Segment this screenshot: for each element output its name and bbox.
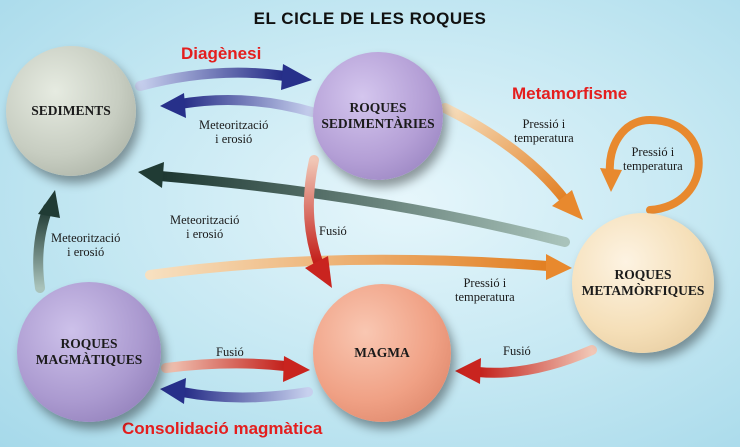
arrow-pressure-sedimentary <box>440 103 583 220</box>
label-pressure-temp-loop: Pressió i temperatura <box>623 145 683 173</box>
node-igneous-rocks: ROQUES MAGMÀTIQUES <box>17 282 161 422</box>
process-diagenesis: Diagènesi <box>181 44 262 63</box>
label-weathering-sedimentary: Meteorització i erosió <box>199 118 269 146</box>
node-magma: MAGMA <box>313 284 451 422</box>
node-sedimentary-rocks: ROQUES SEDIMENTÀRIES <box>313 52 443 180</box>
process-magmatic-consolidation: Consolidació magmàtica <box>122 419 323 438</box>
arrow-fusion-igneous <box>161 356 310 382</box>
arrow-fusion-sedimentary <box>303 155 332 288</box>
arrow-pressure-loop <box>600 115 703 214</box>
arrow-weathering-metamorphic <box>138 162 570 247</box>
label-weathering-igneous: Meteorització i erosió <box>51 231 121 259</box>
label-pressure-temp-top: Pressió i temperatura <box>514 117 574 145</box>
node-sediments-label: SEDIMENTS <box>31 103 111 118</box>
arrow-weathering-sedimentary <box>160 93 317 118</box>
label-weathering-metamorphic: Meteorització i erosió <box>170 213 240 241</box>
process-metamorphism: Metamorfisme <box>512 84 628 103</box>
label-pressure-temp-igneous: Pressió i temperatura <box>455 276 515 304</box>
node-magma-label: MAGMA <box>354 345 410 360</box>
arrow-fusion-metamorphic <box>455 345 597 384</box>
arrow-diagenesis <box>135 64 312 91</box>
node-metamorphic-rocks: ROQUES METAMÒRFIQUES <box>572 213 714 353</box>
node-igneous-label: ROQUES MAGMÀTIQUES <box>35 336 143 367</box>
diagram-title: EL CICLE DE LES ROQUES <box>253 9 487 28</box>
arrow-pressure-igneous <box>145 254 572 280</box>
label-fusion-igneous: Fusió <box>216 345 244 359</box>
arrow-weathering-igneous <box>33 190 60 293</box>
node-sediments: SEDIMENTS <box>6 46 136 176</box>
label-fusion-sedimentary: Fusió <box>319 224 347 238</box>
node-sedimentary-label: ROQUES SEDIMENTÀRIES <box>321 100 435 131</box>
arrow-consolidation <box>160 378 313 404</box>
node-metamorphic-label: ROQUES METAMÒRFIQUES <box>581 267 705 298</box>
label-fusion-metamorphic: Fusió <box>503 344 531 358</box>
